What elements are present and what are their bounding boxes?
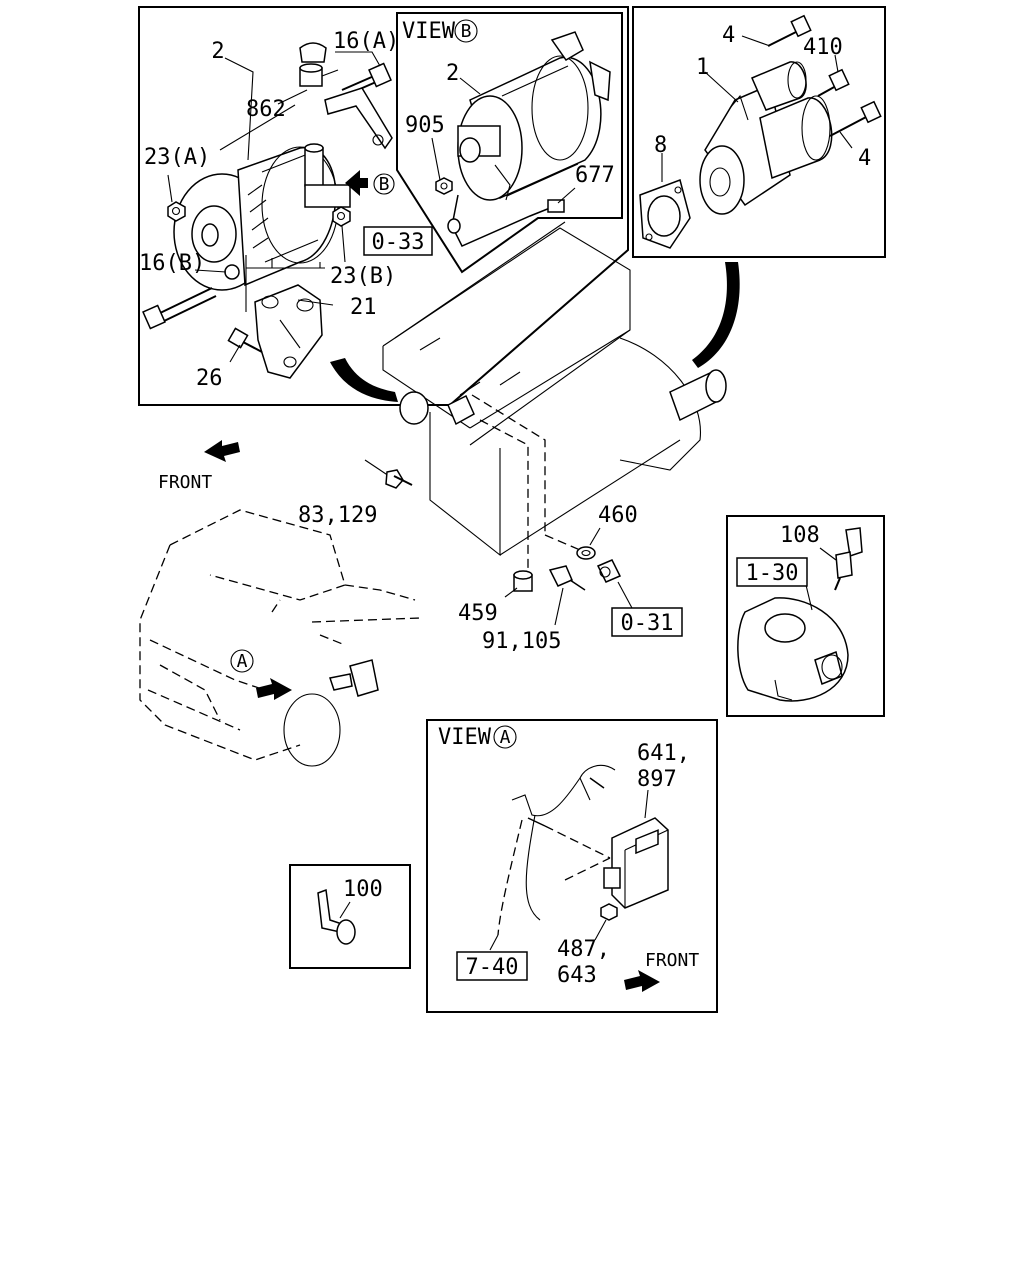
control-unit-641-897 [603, 817, 669, 909]
label-gasket-8: 8 [654, 133, 667, 158]
frame-rail-outline [497, 764, 616, 936]
callout-arrow-alternator [330, 358, 398, 402]
bolt-83-129-part [364, 459, 413, 489]
ref-1-30: 1-30 [746, 561, 799, 586]
bolt-26-part [227, 327, 263, 353]
label-nut-643: 643 [557, 963, 597, 988]
label-cap-862: 862 [246, 97, 286, 122]
clip-inset: 100 [289, 864, 411, 969]
bolt-410-part [817, 68, 850, 97]
label-bolt-4-top: 4 [722, 23, 735, 48]
ref-7-40: 7-40 [466, 955, 519, 980]
ref-0-33: 0-33 [372, 230, 425, 255]
label-view-b-2: 2 [446, 61, 459, 86]
adjusting-bracket [324, 87, 393, 150]
bolt-4-bottom-part [829, 100, 882, 137]
label-clip-100: 100 [343, 877, 383, 902]
harness-677-part [447, 194, 565, 247]
terminal-cap-part [299, 42, 339, 87]
truck-view-a-marker: A [237, 651, 248, 672]
ref-box-7-40 [456, 951, 528, 981]
view-b-title-marker: B [461, 21, 472, 42]
front-arrow-view-a-icon [624, 970, 660, 992]
ref-box-1-30 [736, 557, 808, 587]
nut-23b-part [332, 206, 351, 227]
label-control-unit-641: 641, [637, 741, 690, 766]
engine-block [330, 221, 740, 570]
label-bolt-16a: 16(A) [333, 29, 399, 54]
view-a-title: VIEW [438, 725, 492, 750]
plug-459-part [513, 570, 533, 592]
label-bolt-16b: 16(B) [139, 251, 205, 276]
alternator-panel: B 2 16(A) 862 23(A) 16(B) 23(B) 21 26 0-… [138, 6, 629, 406]
bolt-4-top-part [767, 14, 812, 47]
ref-box-0-33 [363, 226, 433, 256]
label-starter-1: 1 [696, 55, 709, 80]
air-cleaner-illustration [737, 597, 849, 702]
view-a-title-marker: A [500, 727, 511, 748]
nut-905-part [435, 177, 453, 195]
truck-outline [139, 509, 421, 767]
callout-arrow-starter [692, 262, 740, 368]
nut-487-643-part [600, 903, 618, 921]
view-a-inset: VIEW A 641, 897 487, 643 7-40 FRONT [426, 719, 718, 1013]
nut-23a-part [167, 201, 186, 222]
air-cleaner-inset: 108 1-30 [726, 515, 885, 717]
view-a-title-marker-circle [493, 725, 517, 749]
view-b-arrow-icon [345, 170, 368, 196]
label-nut-23b: 23(B) [330, 264, 396, 289]
label-sensor-108: 108 [780, 523, 820, 548]
front-label-view-a: FRONT [645, 950, 699, 971]
truck-view-a-marker-circle [230, 649, 254, 673]
label-bolt-410: 410 [803, 35, 843, 60]
bolt-16a-part [341, 62, 392, 97]
label-nut-23a: 23(A) [144, 145, 210, 170]
view-b-title: VIEW [402, 19, 456, 44]
view-b-title-marker-circle [454, 19, 478, 43]
view-b-arrow-marker: B [379, 174, 390, 195]
alternator-view-b-illustration [457, 31, 611, 201]
label-nut-487: 487, [557, 937, 610, 962]
view-b-marker-circle [373, 173, 395, 195]
label-bolt-83-129: 83,129 [298, 503, 377, 528]
starter-motor-illustration [699, 61, 833, 215]
view-b-inset: VIEW B 2 905 677 [396, 12, 623, 274]
label-bolt-4-bottom: 4 [858, 146, 871, 171]
label-harness-677: 677 [575, 163, 615, 188]
label-alternator-2: 2 [211, 39, 224, 64]
ref-0-31: 0-31 [621, 611, 674, 636]
mounting-bracket [254, 284, 323, 379]
label-bolt-26: 26 [196, 366, 223, 391]
bolt-16b-part [142, 264, 240, 330]
label-bracket-21: 21 [350, 295, 377, 320]
label-control-unit-897: 897 [637, 767, 677, 792]
front-label-top: FRONT [158, 472, 212, 493]
starter-panel: 4 1 410 8 4 [632, 6, 886, 258]
sensor-108-part [834, 527, 863, 591]
clip-100-part [317, 888, 356, 945]
front-arrow-icon [204, 440, 240, 462]
view-a-arrow-icon [256, 678, 292, 700]
ref-box-0-31 [611, 607, 683, 637]
washer-460-part [576, 546, 596, 560]
label-nut-905: 905 [405, 113, 445, 138]
label-plug-459: 459 [458, 601, 498, 626]
switch-0-31-part [596, 559, 622, 583]
label-washer-460: 460 [598, 503, 638, 528]
sensor-91-105-part [548, 565, 586, 591]
label-sensor-91-105: 91,105 [482, 629, 561, 654]
